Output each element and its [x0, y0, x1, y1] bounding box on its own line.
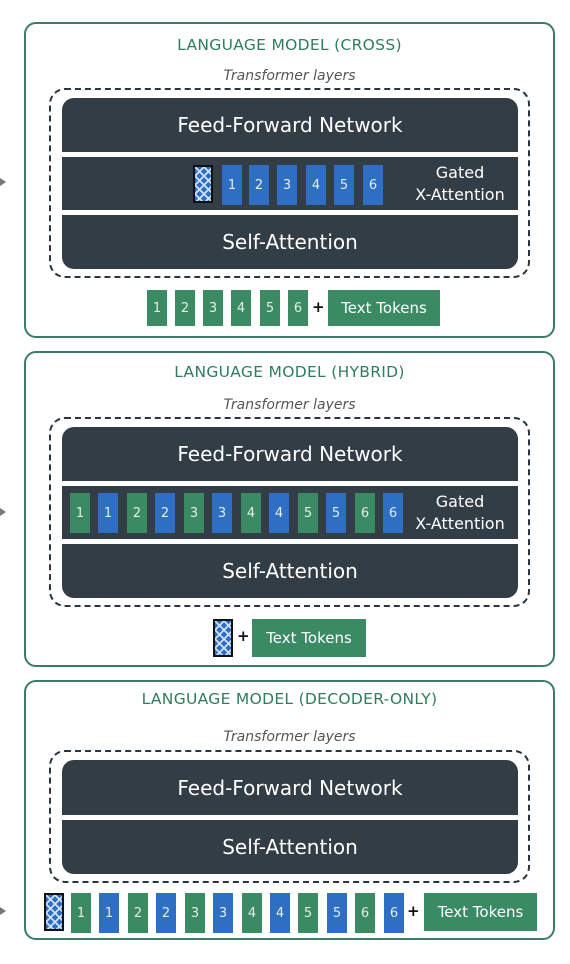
panel-title-decoder-only: LANGUAGE MODEL (DECODER-ONLY) [141, 690, 438, 708]
input-token: 1 [70, 493, 90, 533]
image-token-icon [193, 165, 213, 203]
input-token: 5 [298, 893, 318, 933]
input-token: 6 [355, 893, 375, 933]
plus-sign: + [312, 298, 325, 316]
transformer-layers-group-hybrid [49, 417, 530, 607]
vision-token: 4 [269, 493, 289, 533]
vision-token: 6 [383, 493, 403, 533]
plus-sign: + [237, 627, 250, 645]
incoming-arrow-cross [0, 178, 6, 186]
gated-label-cross: Gated X-Attention [415, 163, 505, 204]
vision-token: 5 [334, 165, 354, 205]
gated-label-hybrid: Gated X-Attention [415, 492, 505, 533]
incoming-arrow-hybrid [0, 508, 6, 516]
vision-token: 1 [98, 493, 118, 533]
input-token: 2 [127, 493, 147, 533]
transformer-layers-label: Transformer layers [223, 729, 356, 745]
panel-title-hybrid: LANGUAGE MODEL (HYBRID) [174, 363, 405, 381]
input-token: 2 [175, 290, 195, 326]
vision-token: 1 [99, 893, 119, 933]
input-token: 1 [147, 290, 167, 326]
image-token-icon [213, 619, 233, 657]
vision-token: 2 [155, 493, 175, 533]
vision-token: 3 [277, 165, 297, 205]
text-tokens-box: Text Tokens [424, 893, 537, 931]
input-token: 5 [298, 493, 318, 533]
feed-forward-block-cross: Feed-Forward Network [62, 98, 518, 152]
input-token: 3 [203, 290, 223, 326]
vision-token: 6 [363, 165, 383, 205]
input-token: 1 [71, 893, 91, 933]
vision-token: 5 [326, 493, 346, 533]
input-token: 4 [242, 893, 262, 933]
plus-sign: + [407, 902, 420, 920]
text-tokens-box: Text Tokens [252, 619, 366, 657]
feed-forward-block-hybrid: Feed-Forward Network [62, 427, 518, 481]
input-token: 3 [184, 493, 204, 533]
transformer-layers-group-cross [49, 88, 530, 278]
vision-token: 1 [222, 165, 242, 205]
vision-token: 4 [270, 893, 290, 933]
input-token: 2 [128, 893, 148, 933]
feed-forward-block-decoder: Feed-Forward Network [62, 760, 518, 815]
transformer-layers-label: Transformer layers [223, 68, 356, 84]
text-tokens-box: Text Tokens [328, 290, 440, 326]
vision-token: 4 [306, 165, 326, 205]
self-attention-block-cross: Self-Attention [62, 215, 518, 269]
vision-token: 5 [327, 893, 347, 933]
vision-token: 6 [384, 893, 404, 933]
image-token-icon [44, 893, 64, 931]
input-token: 5 [260, 290, 280, 326]
vision-token: 2 [249, 165, 269, 205]
transformer-layers-label: Transformer layers [223, 397, 356, 413]
input-token: 4 [231, 290, 251, 326]
input-token: 4 [241, 493, 261, 533]
self-attention-block-hybrid: Self-Attention [62, 544, 518, 598]
self-attention-block-decoder: Self-Attention [62, 820, 518, 874]
panel-title-cross: LANGUAGE MODEL (CROSS) [177, 36, 402, 54]
input-token: 6 [355, 493, 375, 533]
incoming-arrow-decoder [0, 907, 6, 915]
input-token: 3 [185, 893, 205, 933]
transformer-layers-group-decoder [49, 750, 530, 883]
vision-token: 3 [212, 493, 232, 533]
vision-token: 3 [213, 893, 233, 933]
input-token: 6 [288, 290, 308, 326]
vision-token: 2 [156, 893, 176, 933]
